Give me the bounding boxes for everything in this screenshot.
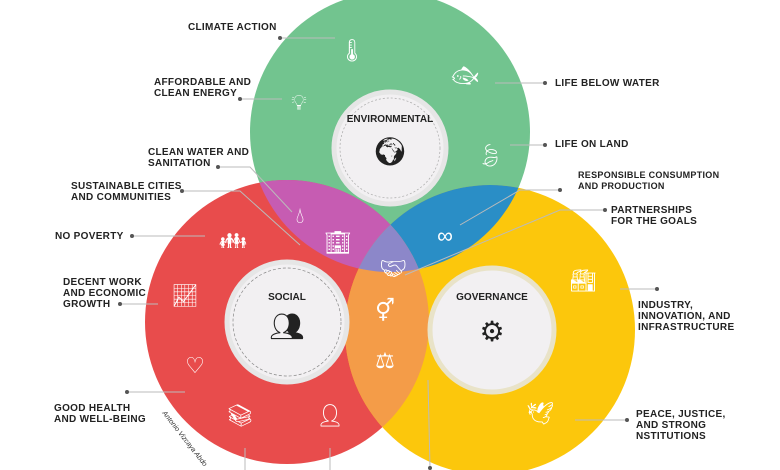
goal-life-on-land: LIFE ON LAND (555, 139, 629, 150)
fish-icon: 🐟︎ (451, 63, 479, 88)
leader-dots (118, 36, 659, 470)
earth-in-hand-icon: 🌍︎ (372, 136, 408, 167)
goal-clean-water-sanitation: CLEAN WATER AND SANITATION (148, 147, 250, 169)
growth-chart-icon: 📈︎ (171, 283, 199, 308)
goal-climate-action: CLIMATE ACTION (188, 22, 277, 33)
person-food-icon: 👤︎ (316, 403, 344, 428)
goal-responsible-consumption: RESPONSIBLE CONSUMPTION AND PRODUCTION (578, 170, 720, 191)
reduced-inequality-icon: ⚖ (375, 348, 395, 373)
goal-sustainable-cities: SUSTAINABLE CITIES AND COMMUNITIES (71, 181, 182, 203)
environmental-label: ENVIRONMENTAL (346, 114, 434, 125)
governance-label: GOVERNANCE (456, 292, 528, 303)
goal-peace-justice: PEACE, JUSTICE, AND STRONG NSTITUTIONS (636, 409, 726, 442)
goal-good-health: GOOD HEALTH AND WELL-BEING (54, 403, 146, 425)
handshake-icon: 🤝︎ (379, 256, 407, 281)
goal-life-below-water: LIFE BELOW WATER (555, 78, 660, 89)
environmental-core (331, 89, 449, 207)
governance-core (427, 265, 557, 395)
goal-affordable-clean-energy: AFFORDABLE AND CLEAN ENERGY (154, 77, 252, 99)
goal-no-poverty: NO POVERTY (55, 231, 124, 242)
infinity-loop-icon: ∞ (437, 223, 453, 248)
goal-decent-work: DECENT WORK AND ECONOMIC GROWTH (63, 277, 147, 310)
goal-partnerships: PARTNERSHIPS FOR THE GOALS (611, 205, 698, 227)
gear-network-icon: ⚙ (479, 316, 505, 347)
env-social-overlap (250, 180, 429, 272)
city-buildings-icon: 🏢︎ (324, 230, 352, 255)
thermometer-icon: 🌡︎ (338, 38, 366, 63)
gender-equality-icon: ⚥ (375, 298, 395, 323)
env-governance-overlap (345, 185, 530, 272)
dove-icon: 🕊︎ (526, 401, 554, 426)
water-drop-icon: 💧︎ (295, 203, 305, 228)
goal-industry-innovation: INDUSTRY, INNOVATION, AND INFRASTRUCTURE (638, 300, 735, 333)
people-group-icon: 👥︎ (269, 311, 305, 342)
books-education-icon: 📚︎ (226, 403, 254, 428)
social-label: SOCIAL (268, 292, 306, 303)
factory-icon: 🏭︎ (569, 268, 597, 293)
family-icon: 👪︎ (219, 228, 247, 253)
leaf-icon: 🍃︎ (476, 143, 504, 168)
social-core (224, 259, 350, 385)
heart-health-icon: ♡ (185, 353, 205, 378)
leader-lines (120, 37, 657, 470)
lightbulb-icon: 💡︎ (291, 90, 307, 115)
